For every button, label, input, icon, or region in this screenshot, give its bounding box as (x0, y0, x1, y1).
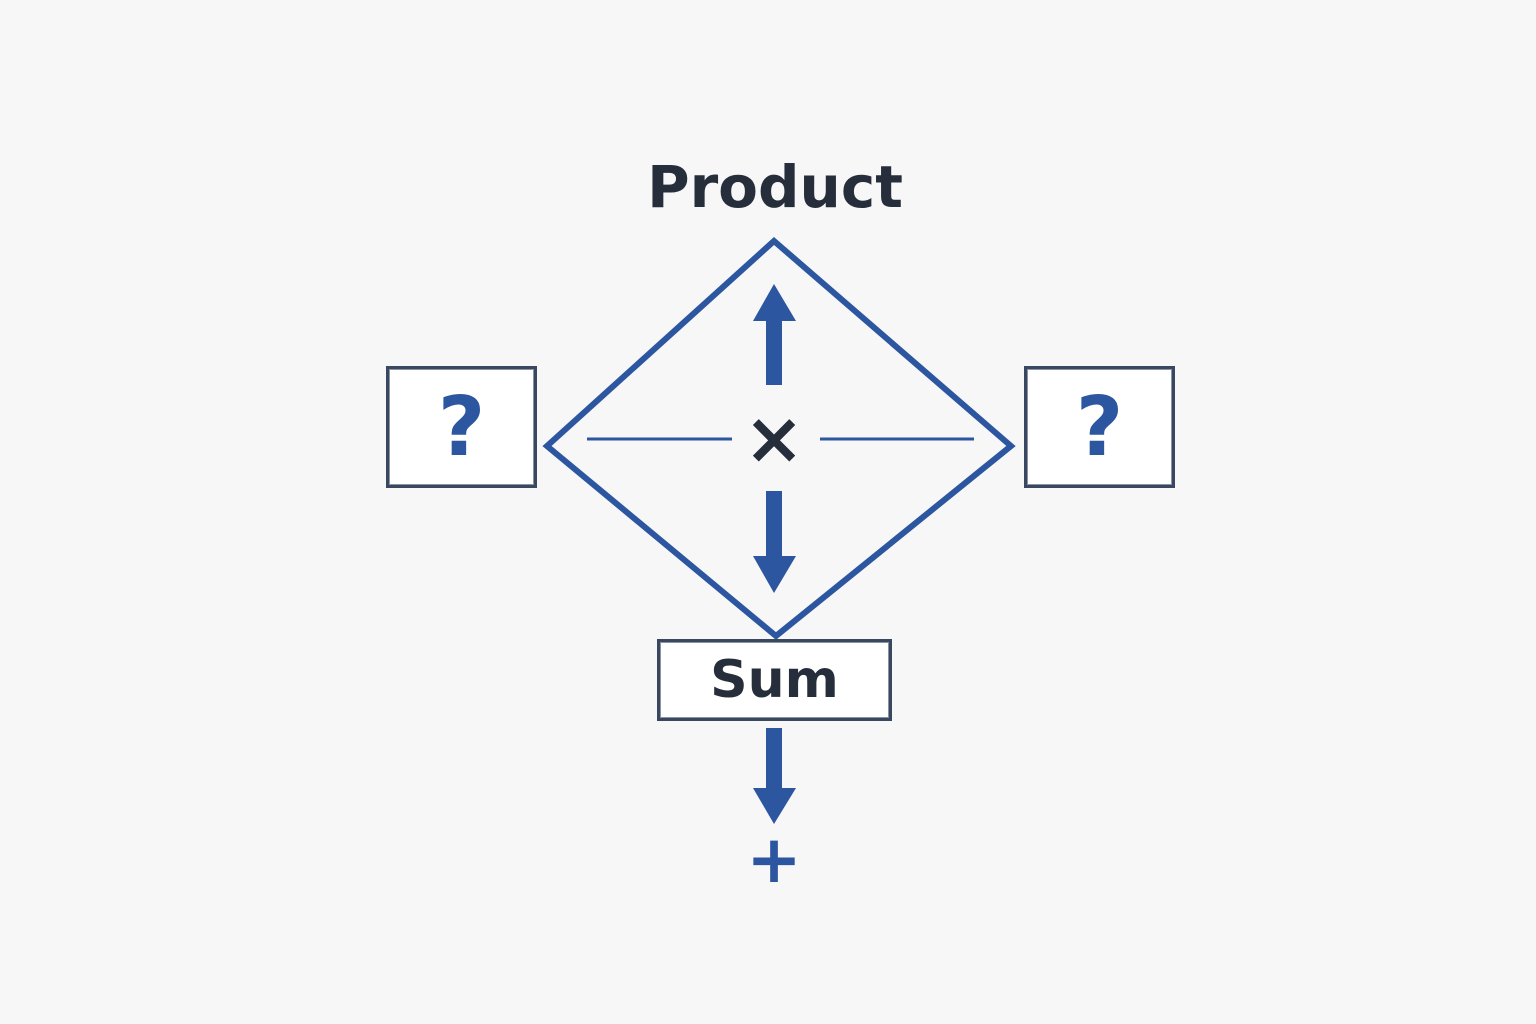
up-arrow-icon (753, 284, 796, 385)
multiply-symbol: × (743, 396, 805, 480)
output-arrow-icon (753, 728, 796, 824)
left-operand-box[interactable]: ? (386, 366, 537, 488)
right-operand-value: ? (1075, 379, 1124, 475)
product-diamond (542, 236, 1016, 640)
product-title: Product (647, 153, 903, 221)
plus-symbol: + (746, 821, 802, 898)
sum-label: Sum (710, 650, 839, 710)
left-operand-value: ? (437, 379, 486, 475)
right-operand-box[interactable]: ? (1024, 366, 1175, 488)
sum-box[interactable]: Sum (657, 639, 892, 721)
down-arrow-icon (753, 491, 796, 593)
